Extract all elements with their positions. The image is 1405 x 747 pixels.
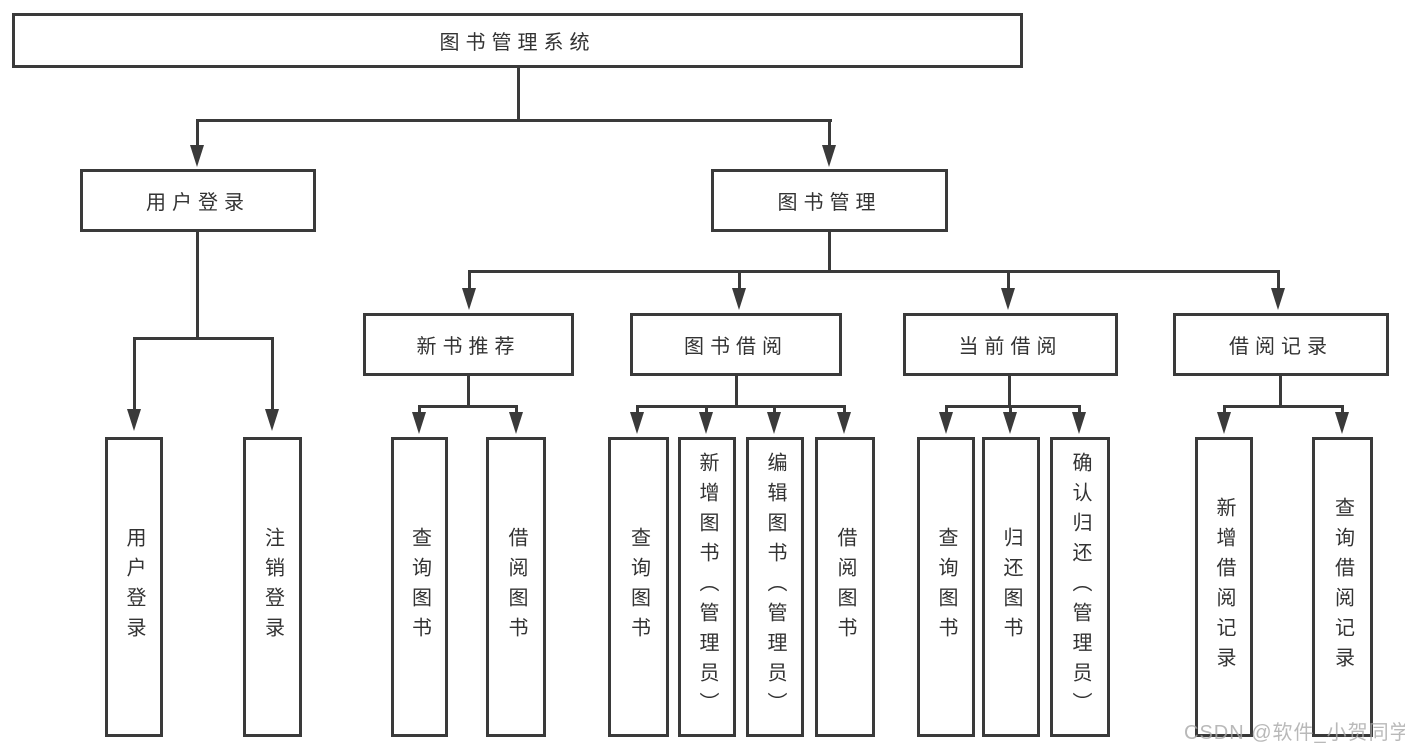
node-borrow-records: 借阅记录 bbox=[1173, 313, 1389, 376]
leaf-bb-edit-books-admin: 编辑图书（管理员） bbox=[746, 437, 804, 737]
leaf-nb-query-books-label: 查询图书 bbox=[408, 527, 431, 647]
node-book-mgmt-label: 图书管理 bbox=[777, 192, 882, 214]
leaf-cb-return-books: 归还图书 bbox=[982, 437, 1040, 737]
connector-drop-bb-query bbox=[636, 407, 639, 413]
arrowhead-nb-borrow bbox=[509, 412, 523, 434]
connector-nb-stem bbox=[467, 376, 470, 407]
connector-drop-br-add bbox=[1223, 407, 1226, 413]
leaf-bb-edit-books-admin-label: 编辑图书（管理员） bbox=[764, 452, 786, 722]
leaf-br-query-record: 查询借阅记录 bbox=[1312, 437, 1373, 737]
node-borrow-records-label: 借阅记录 bbox=[1229, 336, 1333, 358]
connector-drop-bb-borrow bbox=[843, 407, 846, 413]
node-root-label: 图书管理系统 bbox=[439, 32, 596, 54]
connector-drop-bb-edit bbox=[773, 407, 776, 413]
connector-drop-book-borrow bbox=[738, 272, 741, 290]
node-new-books: 新书推荐 bbox=[363, 313, 574, 376]
arrowhead-bb-query bbox=[630, 412, 644, 434]
arrowhead-book-borrow bbox=[732, 288, 746, 310]
connector-user-stem bbox=[196, 232, 199, 339]
arrowhead-nb-query bbox=[412, 412, 426, 434]
connector-drop-br-query bbox=[1341, 407, 1344, 413]
leaf-cb-query-books-label: 查询图书 bbox=[935, 527, 957, 647]
leaf-bb-borrow-books: 借阅图书 bbox=[815, 437, 875, 737]
connector-drop-book-mgmt bbox=[828, 121, 831, 147]
leaf-bb-query-books: 查询图书 bbox=[608, 437, 669, 737]
arrowhead-user-login bbox=[190, 145, 204, 167]
leaf-br-add-record-label: 新增借阅记录 bbox=[1213, 497, 1235, 677]
connector-drop-current-borrow bbox=[1007, 272, 1010, 290]
leaf-user-login-label: 用户登录 bbox=[123, 527, 145, 647]
leaf-cb-query-books: 查询图书 bbox=[917, 437, 975, 737]
node-book-borrow: 图书借阅 bbox=[630, 313, 842, 376]
arrowhead-cb-return bbox=[1003, 412, 1017, 434]
leaf-br-query-record-label: 查询借阅记录 bbox=[1331, 497, 1354, 677]
arrowhead-leaf-logout bbox=[265, 409, 279, 431]
connector-drop-cb-confirm bbox=[1078, 407, 1081, 413]
leaf-bb-borrow-books-label: 借阅图书 bbox=[834, 527, 856, 647]
connector-bb-stem bbox=[735, 376, 738, 407]
leaf-nb-borrow-books-label: 借阅图书 bbox=[505, 527, 527, 647]
connector-drop-cb-return bbox=[1009, 407, 1012, 413]
leaf-logout-label: 注销登录 bbox=[261, 527, 284, 647]
leaf-bb-add-books-admin: 新增图书（管理员） bbox=[678, 437, 736, 737]
connector-drop-nb-query bbox=[418, 407, 421, 413]
connector-cb-stem bbox=[1008, 376, 1011, 407]
connector-drop-leaf-login bbox=[133, 339, 136, 411]
connector-cb-rail bbox=[945, 405, 1081, 408]
arrowhead-new-books bbox=[462, 288, 476, 310]
arrowhead-br-query bbox=[1335, 412, 1349, 434]
connector-drop-nb-borrow bbox=[515, 407, 518, 413]
connector-drop-bb-add bbox=[705, 407, 708, 413]
node-user-login: 用户登录 bbox=[80, 169, 316, 232]
arrowhead-bb-add bbox=[699, 412, 713, 434]
node-current-borrow-label: 当前借阅 bbox=[958, 336, 1063, 358]
arrowhead-current-borrow bbox=[1001, 288, 1015, 310]
connector-bm-rail bbox=[468, 270, 1280, 273]
connector-bb-rail bbox=[636, 405, 846, 408]
node-book-borrow-label: 图书借阅 bbox=[684, 336, 788, 358]
leaf-br-add-record: 新增借阅记录 bbox=[1195, 437, 1253, 737]
connector-root-rail bbox=[196, 119, 832, 122]
connector-drop-user-login bbox=[196, 121, 199, 147]
arrowhead-bb-borrow bbox=[837, 412, 851, 434]
arrowhead-br-add bbox=[1217, 412, 1231, 434]
leaf-nb-query-books: 查询图书 bbox=[391, 437, 448, 737]
node-root: 图书管理系统 bbox=[12, 13, 1023, 68]
csdn-watermark: CSDN @软件_小贺同学 bbox=[1184, 722, 1405, 744]
leaf-bb-add-books-admin-label: 新增图书（管理员） bbox=[696, 452, 718, 722]
node-user-login-label: 用户登录 bbox=[146, 192, 250, 214]
leaf-bb-query-books-label: 查询图书 bbox=[627, 527, 650, 647]
leaf-cb-confirm-return-admin: 确认归还（管理员） bbox=[1050, 437, 1110, 737]
arrowhead-borrow-records bbox=[1271, 288, 1285, 310]
arrowhead-cb-confirm bbox=[1072, 412, 1086, 434]
arrowhead-cb-query bbox=[939, 412, 953, 434]
arrowhead-leaf-login bbox=[127, 409, 141, 431]
connector-nb-rail bbox=[418, 405, 518, 408]
node-book-mgmt: 图书管理 bbox=[711, 169, 948, 232]
leaf-cb-return-books-label: 归还图书 bbox=[1000, 527, 1022, 647]
leaf-logout: 注销登录 bbox=[243, 437, 302, 737]
connector-br-stem bbox=[1279, 376, 1282, 407]
connector-br-rail bbox=[1223, 405, 1344, 408]
connector-user-rail bbox=[133, 337, 274, 340]
leaf-cb-confirm-return-admin-label: 确认归还（管理员） bbox=[1069, 452, 1091, 722]
leaf-user-login: 用户登录 bbox=[105, 437, 163, 737]
arrowhead-book-mgmt bbox=[822, 145, 836, 167]
connector-drop-cb-query bbox=[945, 407, 948, 413]
connector-drop-leaf-logout bbox=[271, 339, 274, 411]
connector-drop-borrow-records bbox=[1277, 272, 1280, 290]
connector-drop-new-books bbox=[468, 272, 471, 290]
node-current-borrow: 当前借阅 bbox=[903, 313, 1118, 376]
connector-root-stem bbox=[517, 68, 520, 121]
node-new-books-label: 新书推荐 bbox=[416, 336, 521, 358]
leaf-nb-borrow-books: 借阅图书 bbox=[486, 437, 546, 737]
arrowhead-bb-edit bbox=[767, 412, 781, 434]
connector-bm-stem bbox=[828, 232, 831, 272]
